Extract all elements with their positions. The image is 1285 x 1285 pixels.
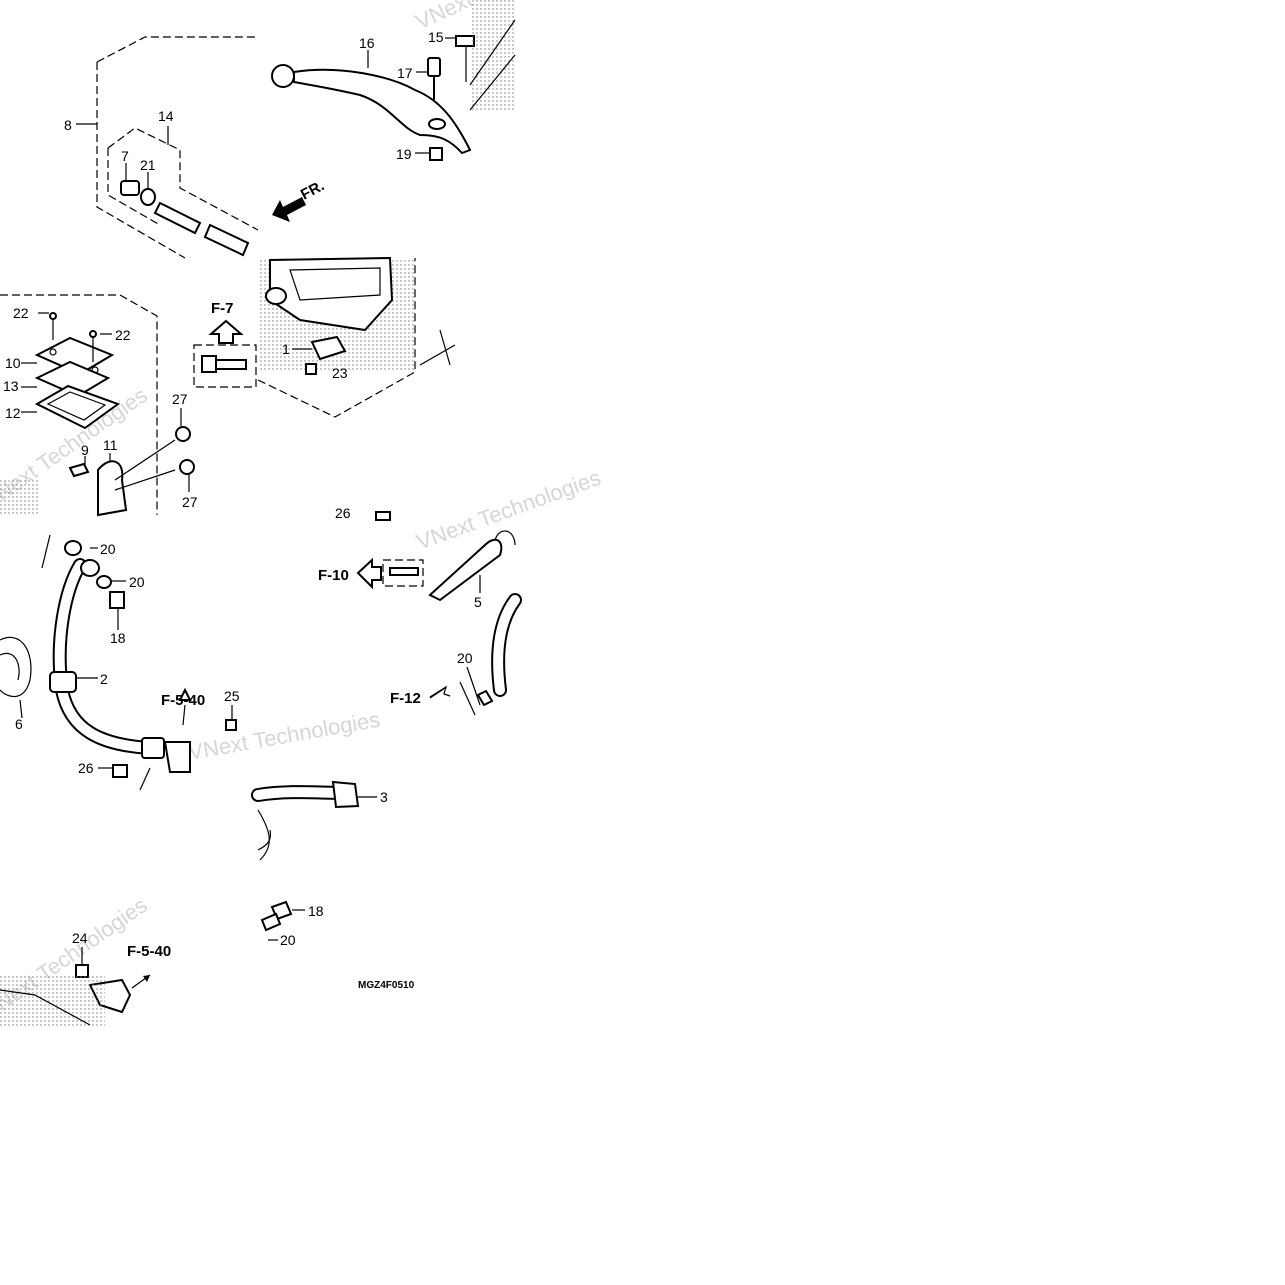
spring-part <box>203 223 250 257</box>
nut-part <box>429 147 443 161</box>
callout-label: 27 <box>182 494 198 510</box>
lever-ball-part <box>271 64 295 88</box>
callout-label: 6 <box>15 716 23 732</box>
callout-label: 7 <box>121 148 129 164</box>
callout-label: 3 <box>380 789 388 805</box>
callout-label: 16 <box>359 35 375 51</box>
callout-label: 13 <box>3 378 19 394</box>
callout-label: 2 <box>100 671 108 687</box>
piston-kit-group <box>76 36 259 259</box>
ref-arrow-f10: F-10 <box>318 567 349 584</box>
callout-label: 23 <box>332 365 348 381</box>
callout-label: 17 <box>397 65 413 81</box>
callout-label: 22 <box>115 327 131 343</box>
seal-part <box>140 188 156 206</box>
callout-label: 26 <box>78 760 94 776</box>
watermark-text: VNext Technologies <box>187 707 382 765</box>
hose-assembly-left <box>0 534 237 791</box>
callout-label: 20 <box>100 541 116 557</box>
bolt-part <box>389 567 419 576</box>
banjo-bolt-part <box>109 591 125 609</box>
f5-40-upper: F-5-40 <box>161 692 205 709</box>
hose-fitting-part <box>331 780 360 809</box>
hose-clamp-part <box>428 538 503 602</box>
f7-reference: F-7 <box>193 300 257 388</box>
watermark: VNext Technologies VNext Technologies VN… <box>0 0 604 1024</box>
callout-label: 14 <box>158 108 174 124</box>
callout-label: 20 <box>280 932 296 948</box>
hose-assembly-lower <box>251 780 377 941</box>
callout-label: 15 <box>428 29 444 45</box>
callout-label: 21 <box>140 157 156 173</box>
diaphragm-part <box>34 384 121 430</box>
callout-label: 10 <box>5 355 21 371</box>
front-direction-marker: FR. <box>272 177 327 222</box>
f10-reference: F-10 F-12 <box>318 511 522 716</box>
switch-part <box>310 335 347 361</box>
bolt-head-part <box>179 459 195 475</box>
callout-label: 1 <box>282 341 290 357</box>
washer-part <box>64 540 82 556</box>
banjo-part <box>80 559 100 577</box>
callout-label: 20 <box>457 650 473 666</box>
callout-label: 22 <box>13 305 29 321</box>
brake-lever-part <box>293 68 472 155</box>
hose-joint-part <box>49 671 77 693</box>
callout-label: 20 <box>129 574 145 590</box>
lower-bracket-group: F-5-40 <box>0 943 171 1028</box>
callout-label: 18 <box>110 630 126 646</box>
callout-labels: 1 2 3 5 6 7 8 9 10 11 12 13 14 15 16 17 … <box>3 29 482 948</box>
callout-label: 24 <box>72 930 88 946</box>
callout-label: 19 <box>396 146 412 162</box>
ref-arrow-f12: F-12 <box>390 690 421 707</box>
callout-label: 5 <box>474 594 482 610</box>
piston-part <box>153 201 202 235</box>
ref-arrow-f7: F-7 <box>211 300 234 317</box>
callout-label: 27 <box>172 391 188 407</box>
left-arrow-icon <box>356 557 382 590</box>
master-cylinder-group <box>257 256 456 418</box>
callout-label: 25 <box>224 688 240 704</box>
callout-label: 18 <box>308 903 324 919</box>
callout-label: 26 <box>335 505 351 521</box>
callout-label: 8 <box>64 117 72 133</box>
bracket-part <box>163 741 191 773</box>
bolt-part <box>215 359 247 370</box>
ref-arrow-f5-40-lower: F-5-40 <box>127 943 171 960</box>
piston-cup-part <box>120 180 140 196</box>
callout-label: 11 <box>103 437 118 453</box>
up-arrow-icon <box>208 319 244 344</box>
pivot-bolt-part <box>427 57 441 77</box>
housing-hatch <box>470 0 515 110</box>
holder-part <box>97 460 128 517</box>
clip-part <box>68 462 90 478</box>
ref-arrow-f5-40-upper: F-5-40 <box>161 692 205 709</box>
washer-part <box>96 575 112 589</box>
reservoir-group <box>0 294 195 517</box>
brake-lever-group <box>271 0 516 161</box>
front-arrow-icon <box>272 197 306 222</box>
callout-label: 9 <box>81 442 89 458</box>
diagram-code: MGZ4F0510 <box>358 980 415 991</box>
callout-label: 12 <box>5 405 21 421</box>
bolt-head-part <box>175 426 191 442</box>
watermark-text: VNext Technologies <box>413 465 604 555</box>
